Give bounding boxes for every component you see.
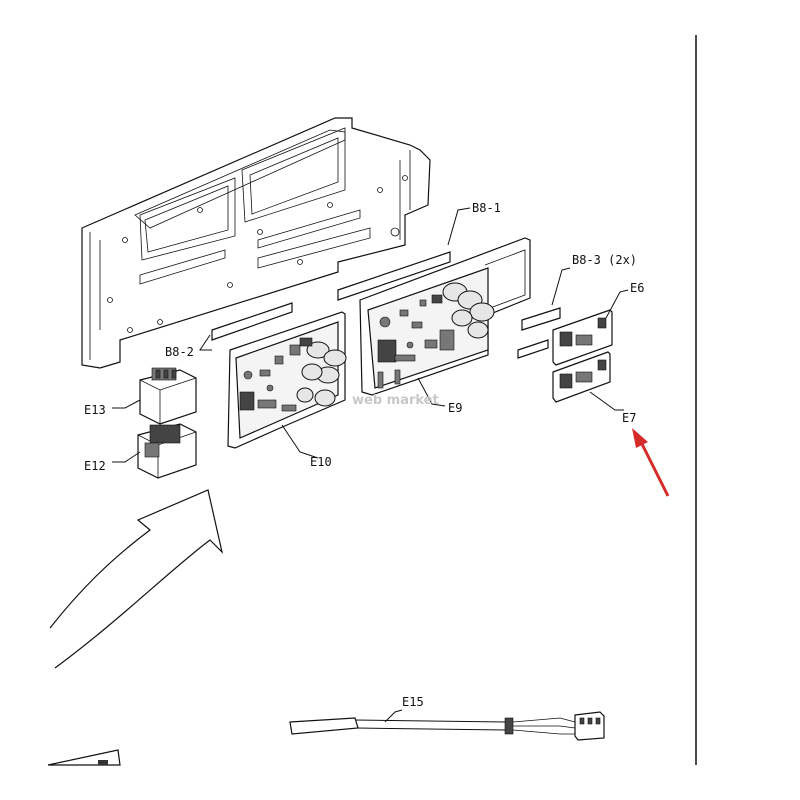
label-b8-2: B8-2: [165, 345, 194, 359]
transformer-e12: [137, 423, 197, 479]
partial-part-bottom-left: [47, 749, 121, 766]
label-e10: E10: [310, 455, 332, 469]
label-b8-1: B8-1: [472, 201, 501, 215]
label-e15: E15: [402, 695, 424, 709]
cable-e15: [289, 709, 605, 741]
leader-lines: [112, 207, 629, 463]
label-e7: E7: [622, 411, 636, 425]
label-e13: E13: [84, 403, 106, 417]
transformer-e13: [139, 367, 197, 425]
board-e10: [227, 311, 347, 449]
red-arrow-icon: [632, 428, 670, 497]
board-e9: [359, 237, 531, 396]
label-e6: E6: [630, 281, 644, 295]
watermark-text: web market: [352, 393, 439, 408]
label-e9: E9: [448, 401, 462, 415]
curved-arrow-icon: [49, 489, 224, 669]
gasket-strips: [211, 251, 561, 359]
board-e7: [552, 351, 611, 403]
label-b8-3: B8-3 (2x): [572, 253, 637, 267]
mounting-plate: [81, 117, 431, 369]
label-e12: E12: [84, 459, 106, 473]
